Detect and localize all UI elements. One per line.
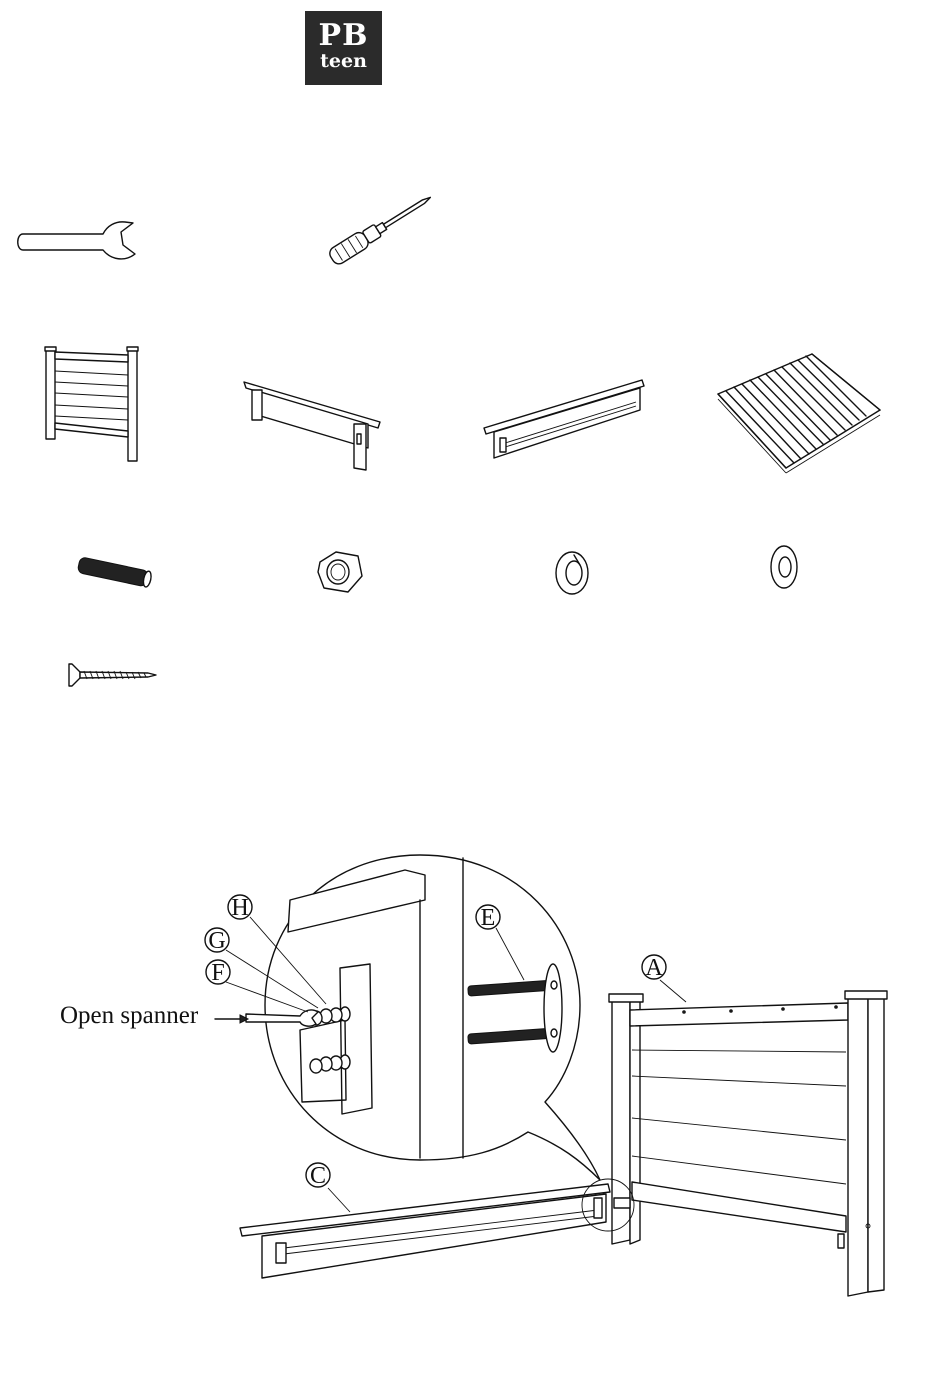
logo-line2: teen — [305, 51, 382, 71]
callout-e: E — [481, 905, 496, 931]
hex-nut-icon — [314, 548, 366, 598]
callout-h: H — [231, 895, 248, 921]
callout-c: C — [310, 1163, 326, 1189]
callout-a: A — [645, 955, 663, 981]
open-spanner-label: Open spanner — [60, 1002, 198, 1030]
bolt-icon — [74, 552, 156, 592]
side-rail-icon — [480, 378, 650, 466]
assembly-diagram: H G F E A C — [0, 840, 950, 1310]
pbteen-logo: PB teen — [305, 11, 382, 85]
wood-screw-icon — [64, 660, 160, 690]
callout-g: G — [208, 928, 225, 954]
open-spanner-icon — [15, 218, 145, 268]
screwdriver-icon — [320, 190, 445, 265]
footboard-icon — [240, 378, 385, 476]
headboard-icon — [42, 345, 147, 465]
logo-line1: PB — [305, 11, 382, 51]
callout-f: F — [211, 960, 224, 986]
slat-roll-icon — [712, 352, 887, 477]
spring-washer-icon — [552, 547, 594, 599]
flat-washer-icon — [766, 541, 804, 593]
